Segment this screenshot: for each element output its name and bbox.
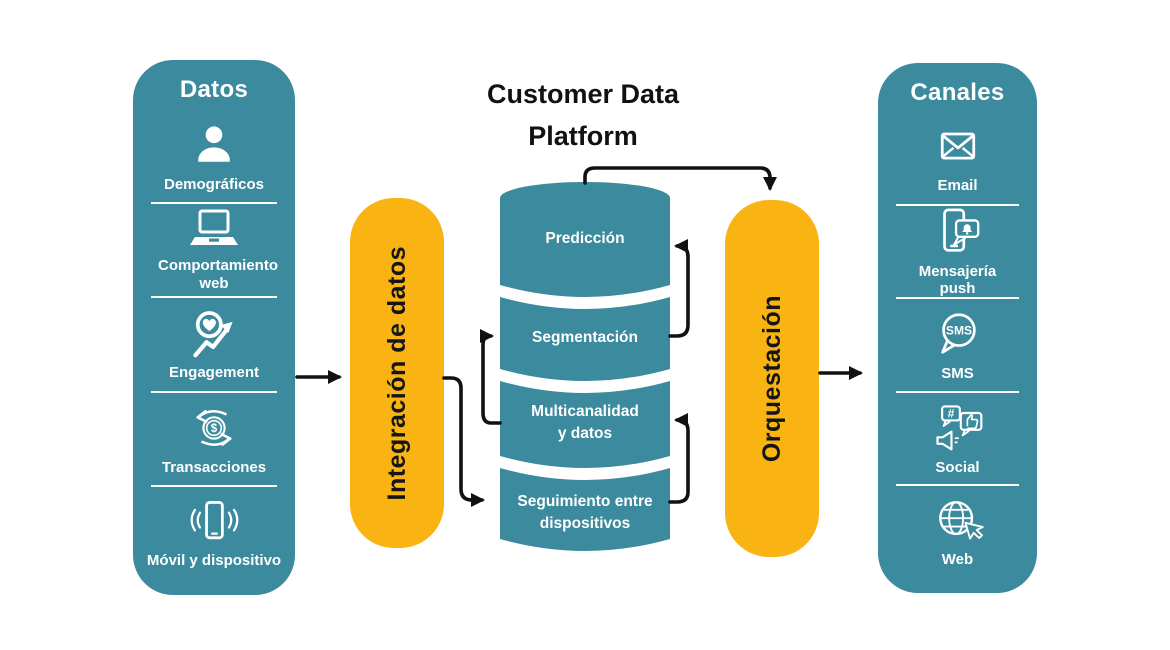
title-line: Platform <box>528 120 638 151</box>
layer-line: dispositivos <box>539 515 631 532</box>
db-layer-multichannel: Multicanalidad y datos <box>500 401 670 445</box>
data-item-web-behavior: Comportamiento web <box>141 204 287 296</box>
divider <box>151 202 277 205</box>
db-layer-segmentation: Segmentación <box>500 327 670 349</box>
integration-stage: Integración de datos <box>350 198 444 548</box>
orchestration-stage-label: Orquestación <box>757 294 786 463</box>
db-layer-cross-device: Seguimiento entre dispositivos <box>500 491 670 535</box>
social-icon: # <box>935 405 982 451</box>
data-item-label: Engagement <box>168 364 259 382</box>
divider <box>896 204 1019 207</box>
divider <box>151 296 277 299</box>
data-item-label: Demográficos <box>163 175 265 193</box>
data-item-engagement: Engagement <box>141 298 287 390</box>
title-line: Customer Data <box>486 79 680 109</box>
channel-item-web: Web <box>886 486 1029 577</box>
data-item-label: Comportamiento web <box>158 257 278 292</box>
laptop-icon <box>190 209 238 246</box>
db-layer-prediction: Predicción <box>500 228 670 250</box>
channel-item-label: Mensajería push <box>918 262 997 298</box>
channel-item-label: Email <box>937 177 978 195</box>
divider <box>896 483 1019 486</box>
diagram-title: Customer Data Platform <box>448 74 718 158</box>
person-icon <box>198 126 230 162</box>
layer-line: Segmentación <box>532 329 638 346</box>
arrow-integration-to-crossdevice <box>442 376 485 507</box>
channels-panel: Canales Email Mensajería push <box>878 63 1037 593</box>
sms-icon: SMS <box>940 313 976 354</box>
data-item-label: Transacciones <box>161 459 267 477</box>
data-panel-title: Datos <box>179 76 249 103</box>
transactions-icon: $ <box>196 409 232 447</box>
channel-item-label: Web <box>941 551 974 569</box>
email-icon <box>940 132 975 160</box>
layer-line: Seguimiento entre <box>517 493 653 510</box>
divider <box>896 390 1019 393</box>
data-sources-panel: Datos Demográficos Comportamiento web <box>133 60 295 595</box>
orchestration-stage: Orquestación <box>725 200 819 557</box>
push-notification-icon <box>942 208 979 252</box>
arrow-crossdevice-to-multichannel <box>668 413 690 504</box>
divider <box>151 390 277 393</box>
channel-item-email: Email <box>886 113 1029 204</box>
engagement-icon <box>193 311 233 358</box>
channel-item-social: # Social <box>886 393 1029 484</box>
channel-item-label: Social <box>935 458 980 476</box>
data-item-label: Móvil y dispositivo <box>146 551 282 569</box>
divider <box>151 484 277 487</box>
data-item-transactions: $ Transacciones <box>141 393 287 485</box>
channel-item-label: SMS <box>941 364 974 382</box>
arrow-multichannel-to-segmentation <box>480 329 502 425</box>
divider <box>896 297 1019 300</box>
web-icon <box>938 501 984 540</box>
arrow-segmentation-to-prediction <box>668 239 690 338</box>
channel-item-sms: SMS SMS <box>886 299 1029 390</box>
integration-stage-label: Integración de datos <box>382 245 411 501</box>
database-cylinder <box>500 182 670 551</box>
layer-line: Predicción <box>545 230 625 247</box>
data-item-demographics: Demográficos <box>141 110 287 202</box>
mobile-icon <box>190 500 239 539</box>
sms-bubble-text: SMS <box>945 323 971 337</box>
data-item-mobile: Móvil y dispositivo <box>141 487 287 579</box>
hashtag-text: # <box>947 407 954 421</box>
channel-item-push: Mensajería push <box>886 206 1029 297</box>
layer-line: y datos <box>557 425 613 442</box>
dollar-symbol: $ <box>211 424 218 436</box>
channels-panel-title: Canales <box>910 79 1005 106</box>
layer-line: Multicanalidad <box>531 403 639 420</box>
